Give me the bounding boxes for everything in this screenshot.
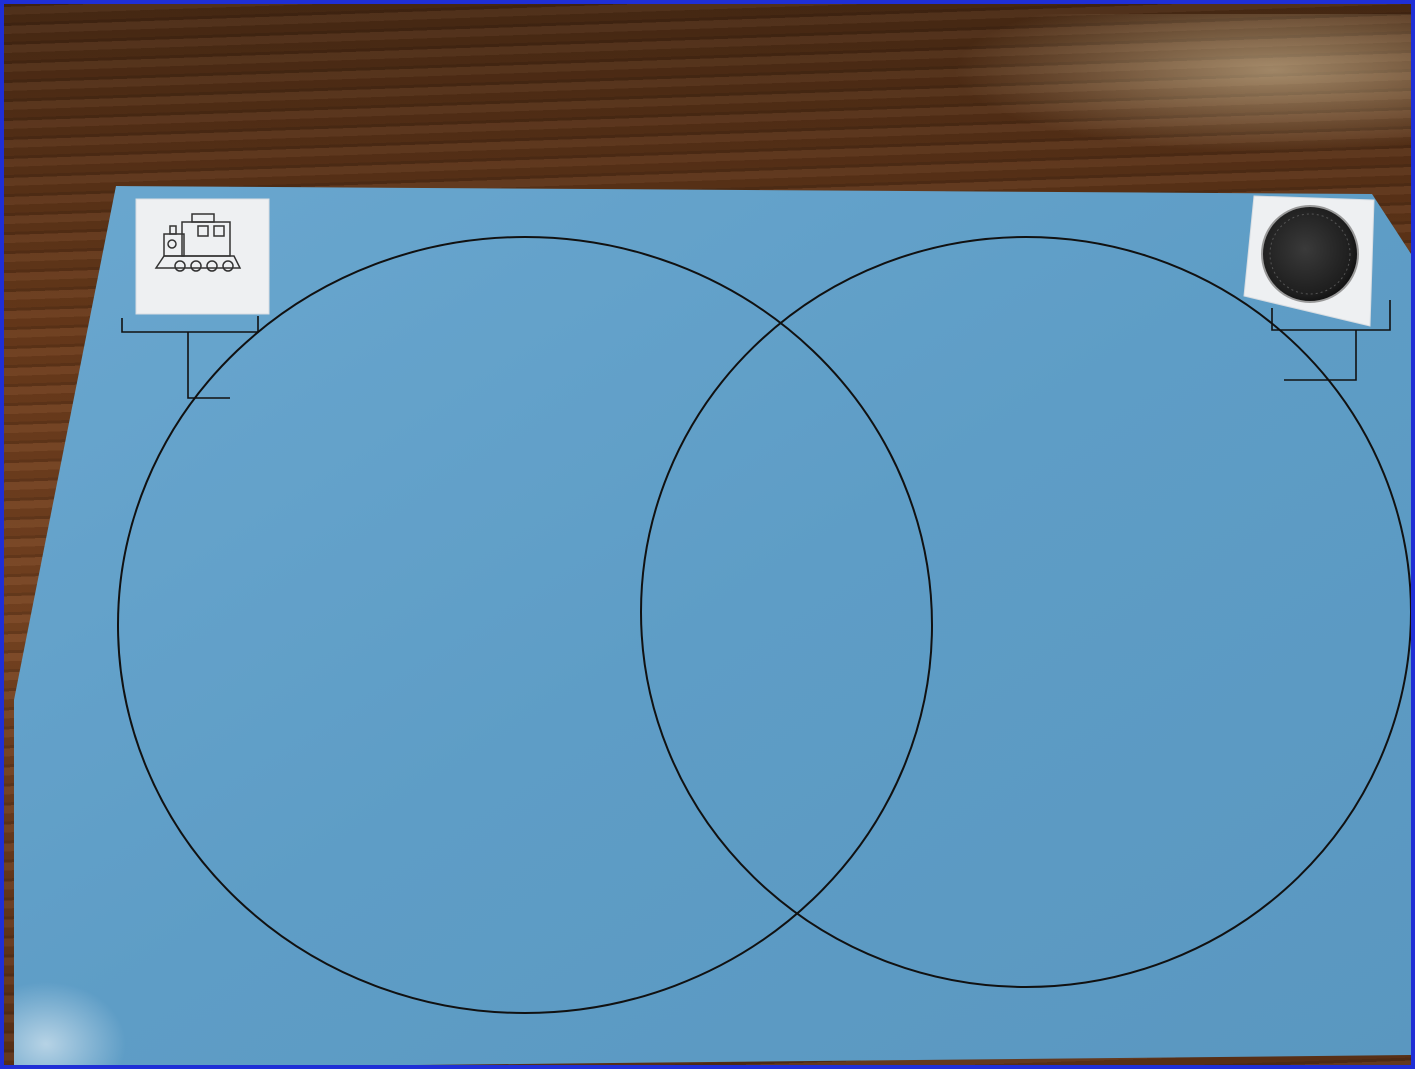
coin-icon [1262, 206, 1358, 302]
venn-scene [4, 4, 1411, 1065]
paper-shine [14, 820, 334, 1065]
left-label-card [136, 199, 269, 314]
